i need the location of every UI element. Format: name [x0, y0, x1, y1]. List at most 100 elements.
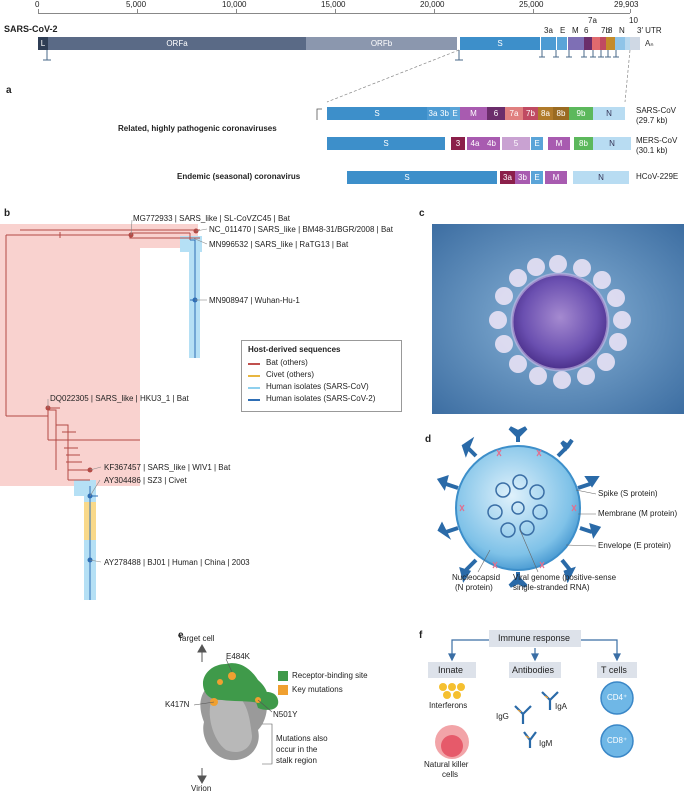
utr-3prime — [630, 37, 640, 50]
nucleocapsid-label: Nucleocapsid — [452, 573, 501, 582]
zoom-line-right — [624, 49, 631, 103]
gene-S: S — [460, 37, 540, 50]
sars-gene-M: M — [460, 107, 487, 120]
mutation-k417n: K417N — [165, 700, 190, 709]
sars-gene-S: S — [327, 107, 427, 120]
gene-label-7a: 7a — [588, 16, 597, 25]
legend-swatch-civet — [248, 375, 260, 377]
gene-3a — [541, 37, 556, 50]
nk-label-2: cells — [442, 770, 459, 779]
stalk-note: occur in the — [276, 745, 318, 754]
sars-gene-3a: 3a — [427, 107, 439, 120]
hcov-gene-E: E — [531, 171, 543, 184]
stalk-note: Mutations also — [276, 734, 328, 743]
genome-markers — [43, 49, 631, 120]
panel-letter-a: a — [6, 85, 12, 96]
hcov-gene-S: S — [347, 171, 467, 184]
ruler-tick-label: 10,000 — [222, 0, 247, 9]
hcov-gene-3a: 3a — [500, 171, 515, 184]
hcov-name: HCoV-229E — [636, 172, 679, 181]
mers-gene-5: 5 — [502, 137, 530, 150]
genome-title: SARS-CoV-2 — [4, 24, 58, 34]
legend-label: Civet (others) — [266, 370, 315, 379]
mers-cov-size: (30.1 kb) — [636, 146, 668, 155]
gene-7a — [592, 37, 600, 50]
leaf-label: AY278488 | BJ01 | Human | China | 2003 — [104, 558, 250, 567]
ruler-axis — [38, 13, 630, 14]
panel-letter-c: c — [419, 208, 425, 219]
genome-sub-label: single-stranded RNA) — [513, 583, 590, 592]
nucleocapsid-sub-label: (N protein) — [455, 583, 493, 592]
sars-gene-8b: 8b — [553, 107, 569, 120]
gene-label-M: M — [572, 26, 579, 35]
cd8-label: CD8⁺ — [607, 736, 628, 745]
hcov-gene-3b: 3b — [515, 171, 530, 184]
nk-label: Natural killer — [424, 760, 469, 769]
antibodies-label: Antibodies — [512, 665, 555, 675]
gene-label-E: E — [560, 26, 566, 35]
cd4-label: CD4⁺ — [607, 693, 628, 702]
mutation-n501y: N501Y — [273, 710, 298, 719]
innate-box: Innate — [428, 662, 476, 678]
mers-gene-M: M — [548, 137, 570, 150]
leaf-label: MN996532 | SARS_like | RaTG13 | Bat — [209, 240, 349, 249]
mers-gene-3: 3 — [451, 137, 465, 150]
zoom-line-left — [326, 49, 460, 103]
leaf-label: KF367457 | SARS_like | WIV1 | Bat — [104, 463, 231, 472]
gene-L: L — [38, 37, 48, 50]
antibodies-box: Antibodies — [509, 662, 561, 678]
hcov-gene-M: M — [545, 171, 567, 184]
bat-shade — [0, 224, 198, 248]
leaf-label: AY304486 | SZ3 | Civet — [104, 476, 187, 485]
virion-label: Virion — [191, 784, 212, 793]
mers-gene-N: N — [593, 137, 631, 150]
gene-M — [568, 37, 584, 50]
legend-label: Bat (others) — [266, 358, 308, 367]
leaf-label: NC_011470 | SARS_like | BM48-31/BGR/2008… — [209, 225, 393, 234]
legend-key-swatch — [278, 685, 288, 695]
legend-swatch-bat — [248, 363, 260, 365]
sars-gene-N: N — [593, 107, 625, 120]
endemic-label: Endemic (seasonal) coronavirus — [177, 172, 301, 181]
gene-8 — [606, 37, 615, 50]
hcov-gene-N: N — [573, 171, 629, 184]
legend-rbs-label: Receptor-binding site — [292, 671, 368, 680]
mers-cov-name: MERS-CoV — [636, 136, 678, 145]
legend-rbs-swatch — [278, 671, 288, 681]
mers-gene-E: E — [531, 137, 543, 150]
ruler-tick-line — [335, 9, 336, 13]
gene-label-8: 8 — [608, 26, 613, 35]
utr-label: 3′ UTR — [637, 26, 662, 35]
sars-gene-7b: 7b — [523, 107, 538, 120]
gene-E — [557, 37, 567, 50]
ruler-tick-label: 5,000 — [126, 0, 147, 9]
leaf-label: MG772933 | SARS_like | SL-CoVZC45 | Bat — [133, 214, 290, 223]
ruler-tick-line — [137, 9, 138, 13]
leaf-label: DQ022305 | SARS_like | HKU3_1 | Bat — [50, 394, 189, 403]
sars-gene-3b: 3b — [439, 107, 450, 120]
host-legend: Host-derived sequences Bat (others) Cive… — [241, 340, 402, 412]
sars-cov-2-shade — [180, 236, 202, 252]
legend-key-label: Key mutations — [292, 685, 343, 694]
panel-letter-d: d — [425, 434, 432, 445]
gene-ORFa: ORFa — [48, 37, 306, 50]
legend-swatch-sars-cov-2 — [248, 399, 260, 401]
target-cell-label: Target cell — [178, 634, 215, 643]
ruler-tick-line — [38, 9, 39, 13]
related-label: Related, highly pathogenic coronaviruses — [118, 124, 277, 133]
legend-title: Host-derived sequences — [248, 345, 341, 354]
gene-N — [615, 37, 625, 50]
panel-letter-b: b — [4, 208, 11, 219]
iga-label: IgA — [555, 702, 568, 711]
ruler-tick-label: 0 — [35, 0, 40, 9]
gene-label-10: 10 — [629, 16, 638, 25]
ruler-tick-line — [434, 9, 435, 13]
ruler-tick-label: 29,903 — [614, 0, 639, 9]
legend-label: Human isolates (SARS-CoV) — [266, 382, 369, 391]
legend-swatch-sars-cov — [248, 387, 260, 389]
panel-letter-e: e — [178, 630, 184, 641]
